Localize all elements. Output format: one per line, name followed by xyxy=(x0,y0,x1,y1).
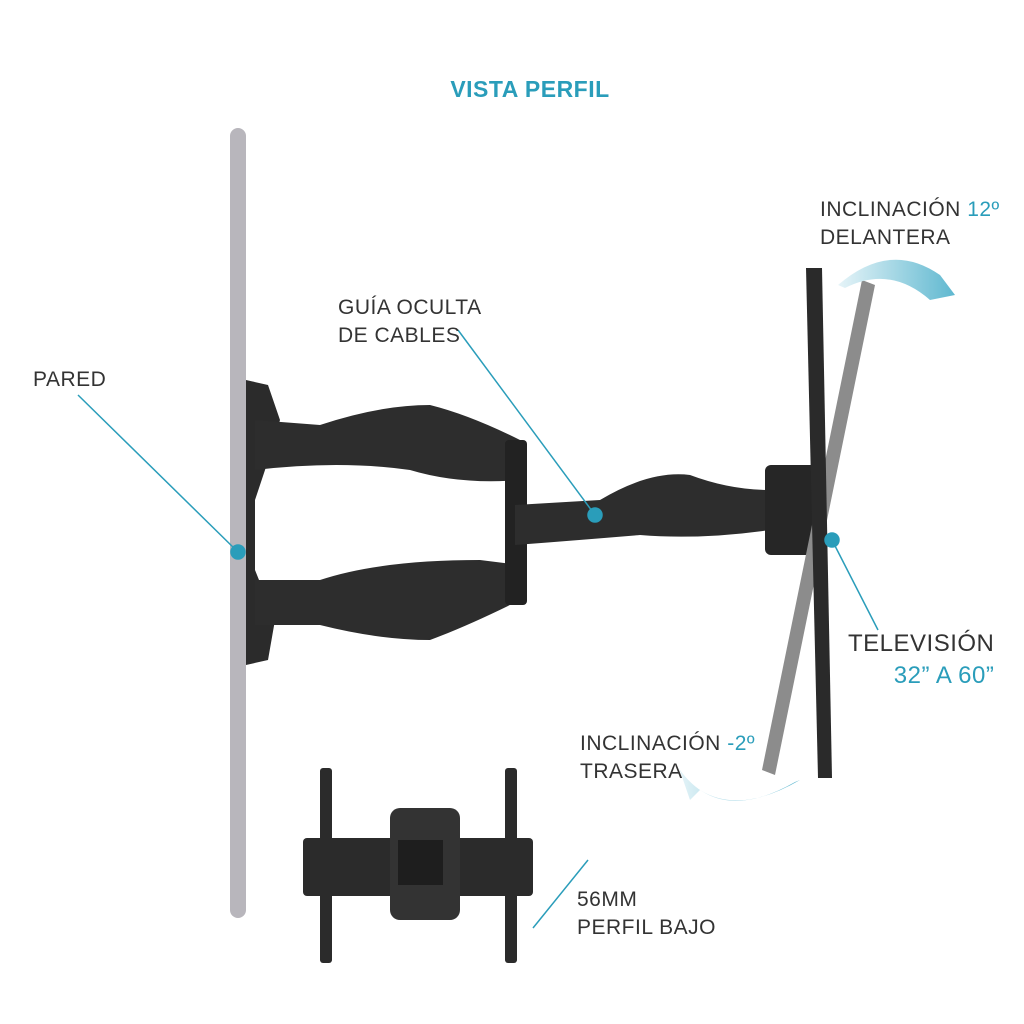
tilt-back-line2: TRASERA xyxy=(580,760,683,783)
cable-guide-line2: DE CABLES xyxy=(338,324,461,347)
upper-arm xyxy=(255,405,520,482)
wall-label: PARED xyxy=(33,368,107,391)
leader-lines xyxy=(77,329,879,929)
tilt-forward-line1: INCLINACIÓN xyxy=(820,198,961,221)
tv-line1: TELEVISIÓN xyxy=(848,630,995,657)
tilt-back-label: INCLINACIÓN -2º TRASERA xyxy=(580,730,755,786)
tv-label: TELEVISIÓN 32” A 60” xyxy=(848,628,994,692)
cable-guide-label: GUÍA OCULTA DE CABLES xyxy=(338,294,482,350)
outer-arm xyxy=(515,474,770,545)
bracket-front-view xyxy=(303,768,533,963)
profile-line2: PERFIL BAJO xyxy=(577,916,716,939)
tilt-forward-arrow xyxy=(838,259,955,300)
tilt-head xyxy=(765,465,820,555)
profile-label: 56MM PERFIL BAJO xyxy=(577,886,716,942)
wall xyxy=(230,128,246,918)
wall-plate xyxy=(246,380,280,665)
tilt-back-value: -2º xyxy=(727,732,756,755)
cable-guide-line1: GUÍA OCULTA xyxy=(338,296,482,319)
tilt-forward-line2: DELANTERA xyxy=(820,226,951,249)
tv-side xyxy=(806,268,832,778)
lower-arm xyxy=(255,560,520,640)
tilt-back-line1: INCLINACIÓN xyxy=(580,732,721,755)
page-title: VISTA PERFIL xyxy=(450,76,610,102)
profile-line1: 56MM xyxy=(577,888,638,911)
tilt-forward-value: 12º xyxy=(967,198,1000,221)
tilt-back-arrow xyxy=(678,765,800,801)
tv-size-range: 32” A 60” xyxy=(893,662,995,689)
tilt-forward-label: INCLINACIÓN 12º DELANTERA xyxy=(820,196,1000,252)
